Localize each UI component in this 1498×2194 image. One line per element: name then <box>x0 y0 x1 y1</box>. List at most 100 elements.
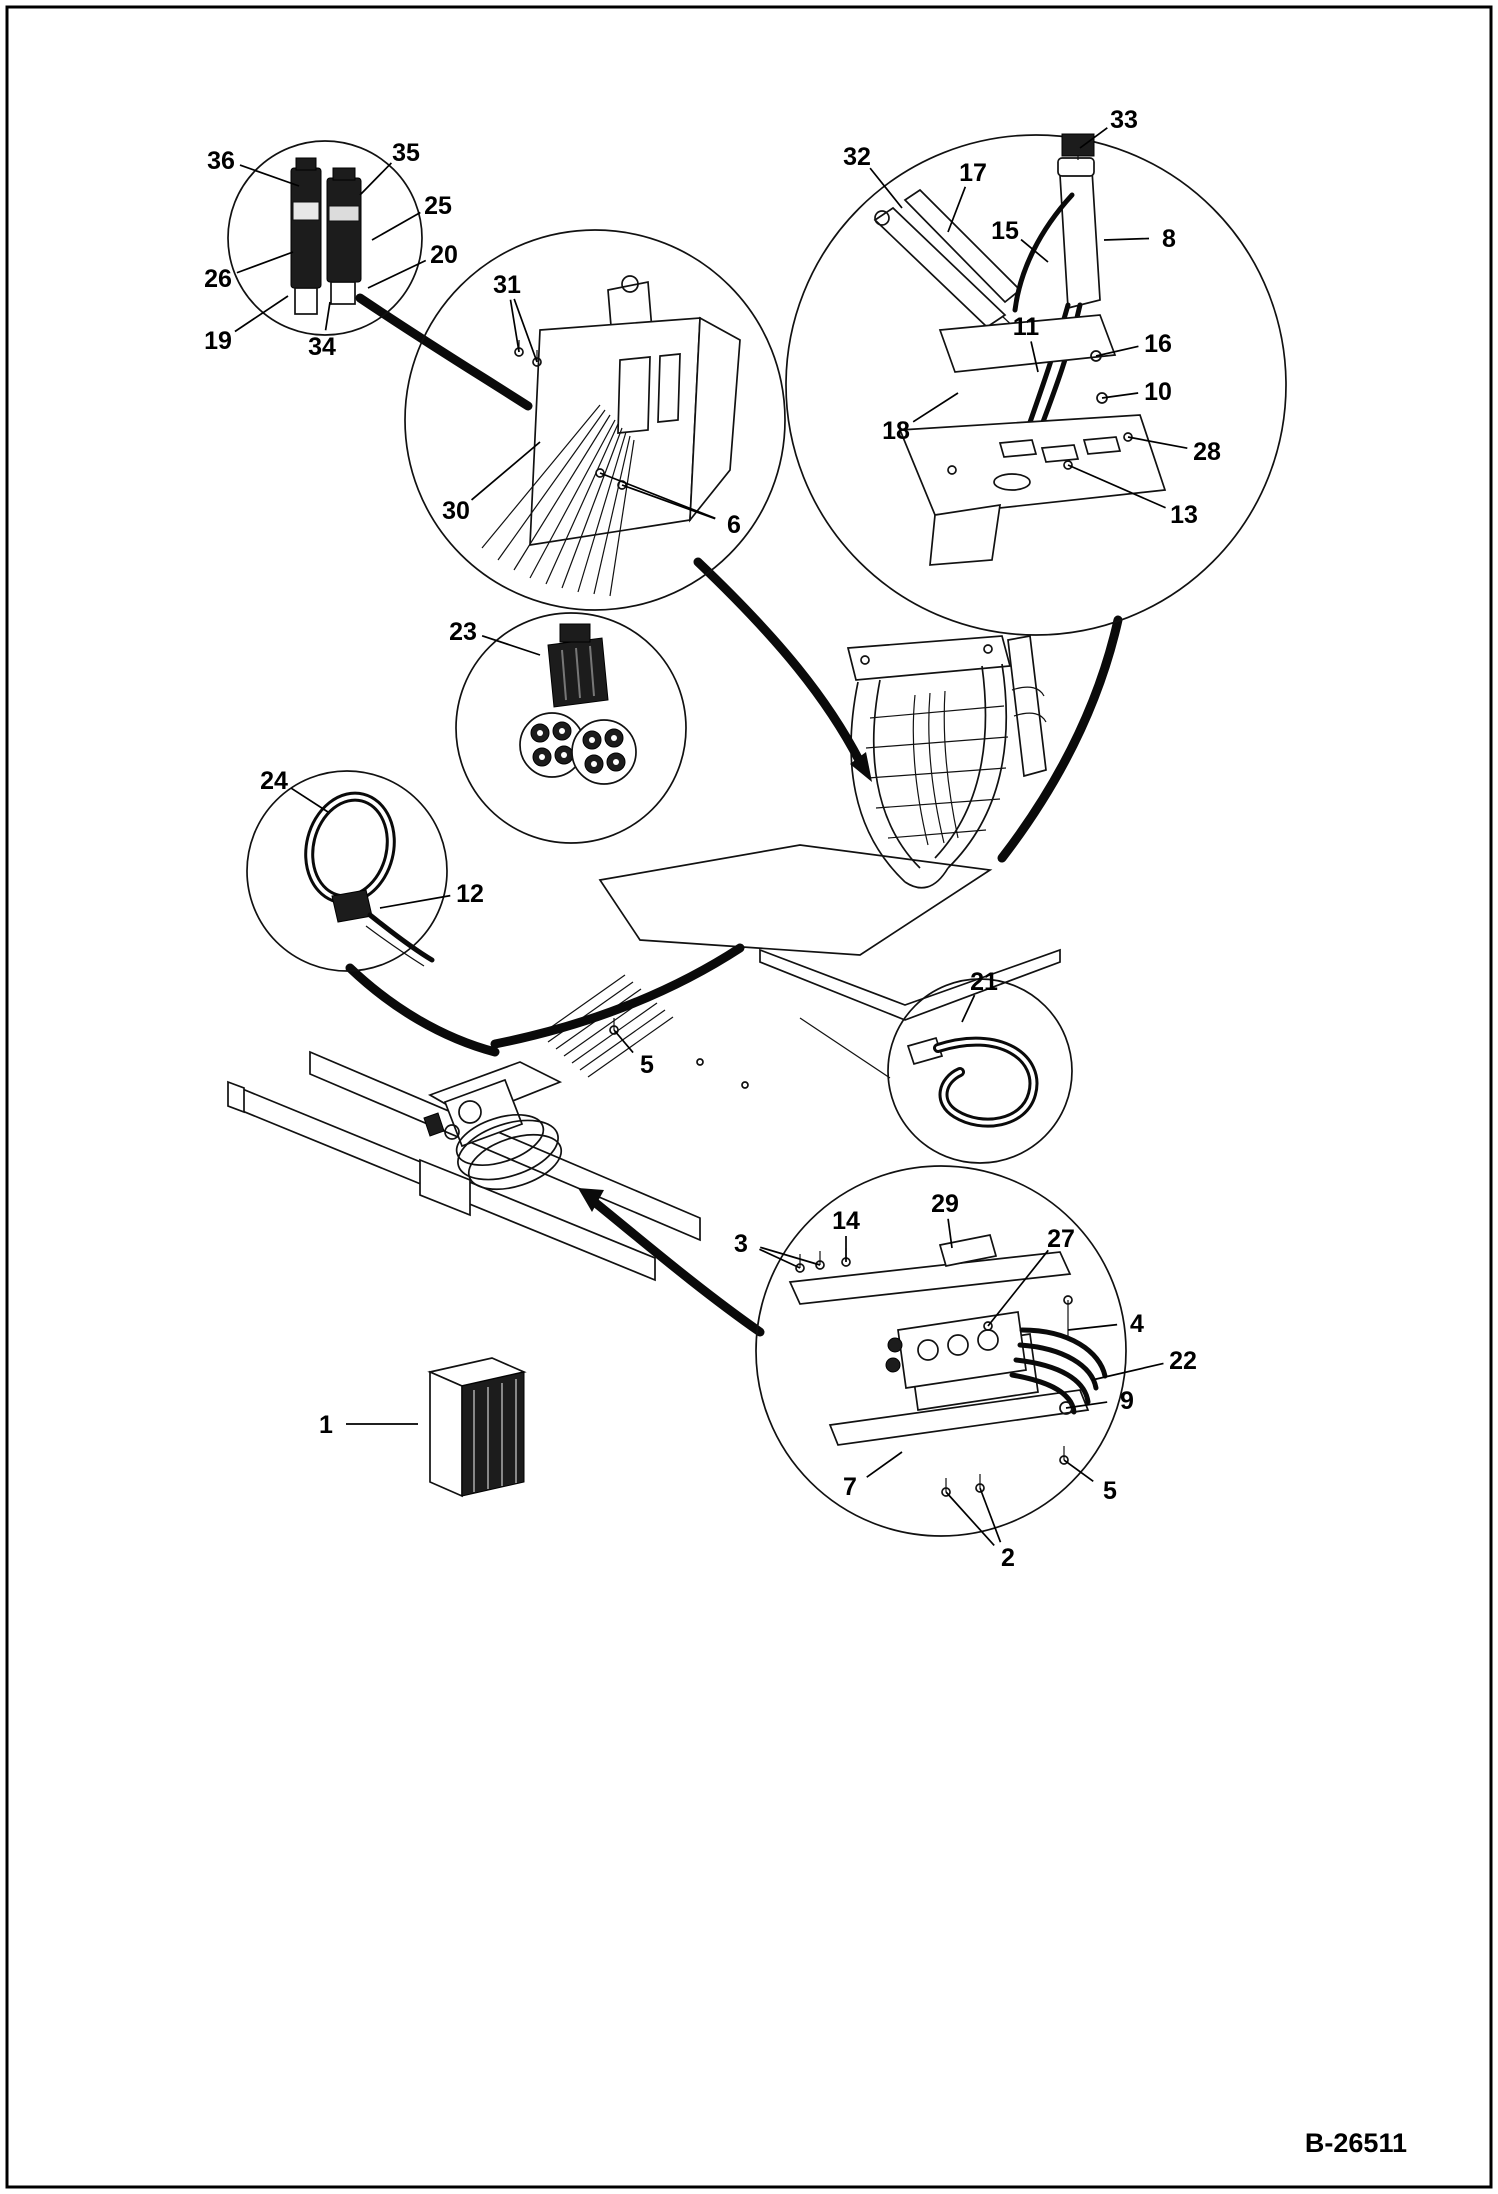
callout-25: 25 <box>424 192 452 220</box>
callout-leader-2 <box>945 1491 995 1546</box>
callout-6: 6 <box>727 511 741 539</box>
callout-leader-3 <box>759 1248 801 1269</box>
hose-plate-to-seat <box>693 557 865 767</box>
callout-5: 5 <box>1103 1477 1117 1505</box>
hose-runs <box>345 293 1123 1337</box>
callout-28: 28 <box>1193 438 1221 466</box>
callout-24: 24 <box>260 767 288 795</box>
connector-detail <box>519 623 637 785</box>
callout-leader-22 <box>1091 1362 1164 1381</box>
callout-4: 4 <box>1130 1310 1144 1338</box>
callout-9: 9 <box>1120 1387 1134 1415</box>
callout-22: 22 <box>1169 1347 1197 1375</box>
callout-leader-29 <box>947 1218 953 1249</box>
callout-3: 3 <box>734 1230 748 1258</box>
callout-leader-33 <box>1079 127 1108 149</box>
callout-leader-7 <box>866 1451 903 1478</box>
detail-circle-valves <box>227 140 423 336</box>
callout-leader-31 <box>509 299 520 353</box>
callout-5: 5 <box>640 1051 654 1079</box>
callout-32: 32 <box>843 143 871 171</box>
callout-leader-26 <box>236 251 294 274</box>
callout-35: 35 <box>392 139 420 167</box>
callout-19: 19 <box>204 327 232 355</box>
callout-12: 12 <box>456 880 484 908</box>
callout-leader-34 <box>324 301 331 331</box>
callout-leader-28 <box>1127 436 1188 450</box>
hose-valve-assembly-to-pump <box>587 1195 765 1337</box>
callout-leader-13 <box>1067 464 1166 509</box>
callout-leader-8 <box>1103 237 1150 241</box>
callout-leader-16 <box>1095 345 1139 357</box>
callout-10: 10 <box>1144 378 1172 406</box>
detail-circle-connector <box>455 612 687 844</box>
callout-11: 11 <box>1013 313 1040 341</box>
detail-circle-seatbar <box>785 134 1287 636</box>
detail-circle-clamp <box>246 770 448 972</box>
callout-33: 33 <box>1110 106 1138 134</box>
hose-loop-link <box>799 1017 891 1079</box>
callout-leader-35 <box>359 162 392 196</box>
callout-leader-17 <box>947 186 967 233</box>
callout-8: 8 <box>1162 225 1176 253</box>
callout-leader-6 <box>599 472 716 520</box>
main-assembly <box>227 635 1061 1282</box>
callout-leader-5 <box>1063 1459 1094 1482</box>
callout-27: 27 <box>1047 1225 1075 1253</box>
arrowhead <box>850 752 872 782</box>
callout-leader-2 <box>979 1487 1002 1543</box>
callout-31: 31 <box>493 271 521 299</box>
callout-20: 20 <box>430 241 458 269</box>
detail-circles <box>227 134 1287 1537</box>
clamp-detail <box>304 791 435 967</box>
callout-leader-20 <box>367 259 427 289</box>
callout-leader-15 <box>1020 238 1049 263</box>
callout-leader-36 <box>239 164 300 187</box>
callout-leader-4 <box>1067 1323 1118 1331</box>
mount-plate-detail <box>481 275 741 597</box>
controller-box <box>427 1357 527 1498</box>
callout-leader-31 <box>513 298 538 363</box>
hose-clamp-to-pump <box>345 963 500 1057</box>
detail-circle-hose-loop <box>887 978 1073 1164</box>
callout-leader-18 <box>912 392 959 423</box>
callout-1: 1 <box>319 1411 333 1439</box>
arrowhead <box>578 1188 604 1212</box>
callout-30: 30 <box>442 497 470 525</box>
callout-leader-32 <box>869 167 903 209</box>
callout-leader-19 <box>234 295 289 333</box>
detail-circle-valve-assembly <box>755 1165 1127 1537</box>
callout-leader-9 <box>1065 1401 1108 1409</box>
callout-leader-21 <box>961 994 976 1023</box>
callout-14: 14 <box>832 1207 860 1235</box>
hose-seat-to-pump <box>490 943 745 1049</box>
callout-leader-10 <box>1101 392 1139 399</box>
callout-leader-3 <box>760 1246 821 1266</box>
callout-21: 21 <box>970 968 998 996</box>
callout-leader-23 <box>481 634 541 656</box>
callout-16: 16 <box>1144 330 1172 358</box>
callout-leader-30 <box>470 441 541 501</box>
callout-leader-11 <box>1030 341 1039 373</box>
callout-2: 2 <box>1001 1544 1015 1572</box>
callout-leader-12 <box>379 894 451 909</box>
callout-26: 26 <box>204 265 232 293</box>
figure-code: B-26511 <box>1305 2128 1407 2158</box>
callout-leader-24 <box>290 787 329 813</box>
callout-13: 13 <box>1170 501 1198 529</box>
callout-29: 29 <box>931 1190 959 1218</box>
detail-circle-mount-plate <box>404 229 786 611</box>
callout-36: 36 <box>207 147 235 175</box>
callout-18: 18 <box>882 417 910 445</box>
callout-17: 17 <box>959 159 987 187</box>
callout-23: 23 <box>449 618 477 646</box>
seatbar-detail <box>873 133 1167 566</box>
callout-leader-5 <box>613 1029 634 1054</box>
valves-detail <box>290 157 362 315</box>
valve-assembly-detail <box>788 1234 1108 1497</box>
callout-leader-27 <box>987 1249 1049 1327</box>
hose-seatbar-to-frame <box>997 615 1123 863</box>
